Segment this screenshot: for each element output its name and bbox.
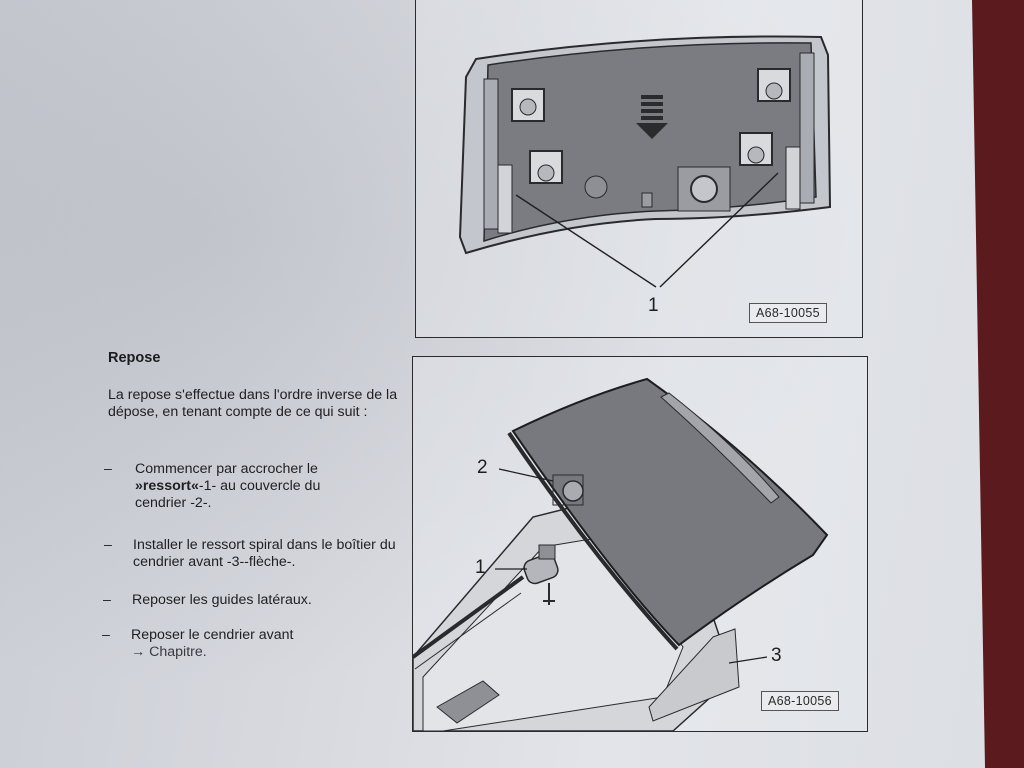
bullet-dash: – xyxy=(103,592,111,608)
figure-ashtray-lid: 2 1 3 A68-10056 xyxy=(412,356,868,732)
bullet-dash: – xyxy=(104,461,112,477)
step-2: Installer le ressort spiral dans le boît… xyxy=(133,537,396,570)
callout-1-fig2: 1 xyxy=(475,557,486,578)
ashtray-lid-illustration xyxy=(413,377,829,731)
step-1-pre: Commencer par accrocher le xyxy=(135,461,318,477)
section-intro: La repose s'effectue dans l'ordre invers… xyxy=(108,387,398,420)
callout-2-fig2: 2 xyxy=(477,457,488,478)
step-1-post: -1- au couvercle du cendrier -2-. xyxy=(135,478,321,511)
ashtray-bottom-illustration xyxy=(458,35,832,288)
figure-reference-label: A68-10055 xyxy=(749,303,827,323)
step-4: Reposer le cendrier avant → Chapitre. xyxy=(131,627,391,661)
callout-3-fig2: 3 xyxy=(771,645,782,666)
chapter-link[interactable]: → Chapitre. xyxy=(131,644,207,660)
step-1: Commencer par accrocher le »ressort«-1- … xyxy=(135,461,375,512)
callout-1-fig1: 1 xyxy=(648,295,659,316)
step-4-line1: Reposer le cendrier avant xyxy=(131,627,294,643)
bullet-dash: – xyxy=(102,627,110,643)
figure-ashtray-bottom: 1 A68-10055 xyxy=(415,0,863,338)
step-1-bold: »ressort« xyxy=(135,478,199,494)
bullet-dash: – xyxy=(104,537,112,553)
step-3: Reposer les guides latéraux. xyxy=(132,592,312,608)
section-heading: Repose xyxy=(108,350,161,366)
figure-reference-label: A68-10056 xyxy=(761,691,839,711)
